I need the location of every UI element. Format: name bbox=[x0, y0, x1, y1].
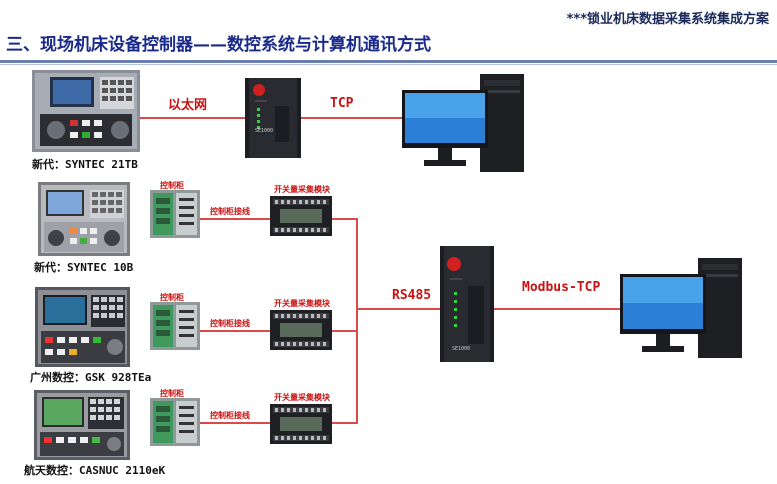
cnc-panel-image-2 bbox=[38, 182, 130, 256]
module-label-1: 开关量采集模块 bbox=[274, 185, 330, 194]
wiring-line-1 bbox=[200, 218, 270, 220]
computer-image-top bbox=[402, 74, 524, 172]
module-bus-line-3 bbox=[332, 422, 357, 424]
wiring-label-3: 控制柜接线 bbox=[210, 411, 250, 420]
cnc-panel-image-3 bbox=[35, 287, 130, 367]
io-module-image-3 bbox=[270, 404, 332, 444]
link-tcp-line bbox=[300, 117, 405, 119]
computer-image-bottom bbox=[620, 258, 742, 358]
machine-caption-3: 广州数控：GSK 928TEa bbox=[30, 371, 152, 384]
cnc-panel-image-4 bbox=[34, 390, 130, 460]
title-divider-thin bbox=[0, 64, 777, 65]
control-cabinet-image-1 bbox=[150, 190, 200, 238]
wiring-label-1: 控制柜接线 bbox=[210, 207, 250, 216]
gateway-device-image-bottom bbox=[440, 246, 494, 362]
wiring-line-3 bbox=[200, 422, 270, 424]
io-module-image-2 bbox=[270, 310, 332, 350]
module-bus-line-1 bbox=[332, 218, 357, 220]
link-ethernet-line bbox=[140, 117, 245, 119]
cabinet-label-3: 控制柜 bbox=[160, 389, 184, 398]
cnc-panel-image-1 bbox=[32, 70, 140, 152]
wiring-label-2: 控制柜接线 bbox=[210, 319, 250, 328]
io-module-image-1 bbox=[270, 196, 332, 236]
rs485-bus-line bbox=[356, 308, 442, 310]
label-ethernet: 以太网 bbox=[168, 98, 208, 113]
cabinet-label-1: 控制柜 bbox=[160, 181, 184, 190]
header-note: ***锁业机床数据采集系统集成方案 bbox=[566, 12, 769, 27]
module-label-2: 开关量采集模块 bbox=[274, 299, 330, 308]
machine-caption-4: 航天数控：CASNUC 2110eK bbox=[24, 464, 166, 477]
title-divider bbox=[0, 60, 777, 63]
page-title: 三、现场机床设备控制器——数控系统与计算机通讯方式 bbox=[6, 35, 431, 55]
label-tcp: TCP bbox=[330, 96, 354, 111]
control-cabinet-image-3 bbox=[150, 398, 200, 446]
cabinet-label-2: 控制柜 bbox=[160, 293, 184, 302]
modbus-tcp-line bbox=[492, 308, 620, 310]
rs485-bus-vertical bbox=[356, 218, 358, 424]
wiring-line-2 bbox=[200, 330, 270, 332]
gateway-device-image-top bbox=[245, 78, 301, 158]
control-cabinet-image-2 bbox=[150, 302, 200, 350]
label-rs485: RS485 bbox=[392, 288, 432, 303]
machine-caption-2: 新代：SYNTEC 10B bbox=[34, 261, 134, 274]
gateway-label-top: SE1000 bbox=[255, 128, 274, 134]
label-modbus-tcp: Modbus-TCP bbox=[522, 280, 601, 295]
machine-caption-1: 新代：SYNTEC 21TB bbox=[32, 158, 138, 171]
module-label-3: 开关量采集模块 bbox=[274, 393, 330, 402]
gateway-label-bottom: SE1000 bbox=[452, 346, 471, 352]
module-bus-line-2 bbox=[332, 330, 357, 332]
